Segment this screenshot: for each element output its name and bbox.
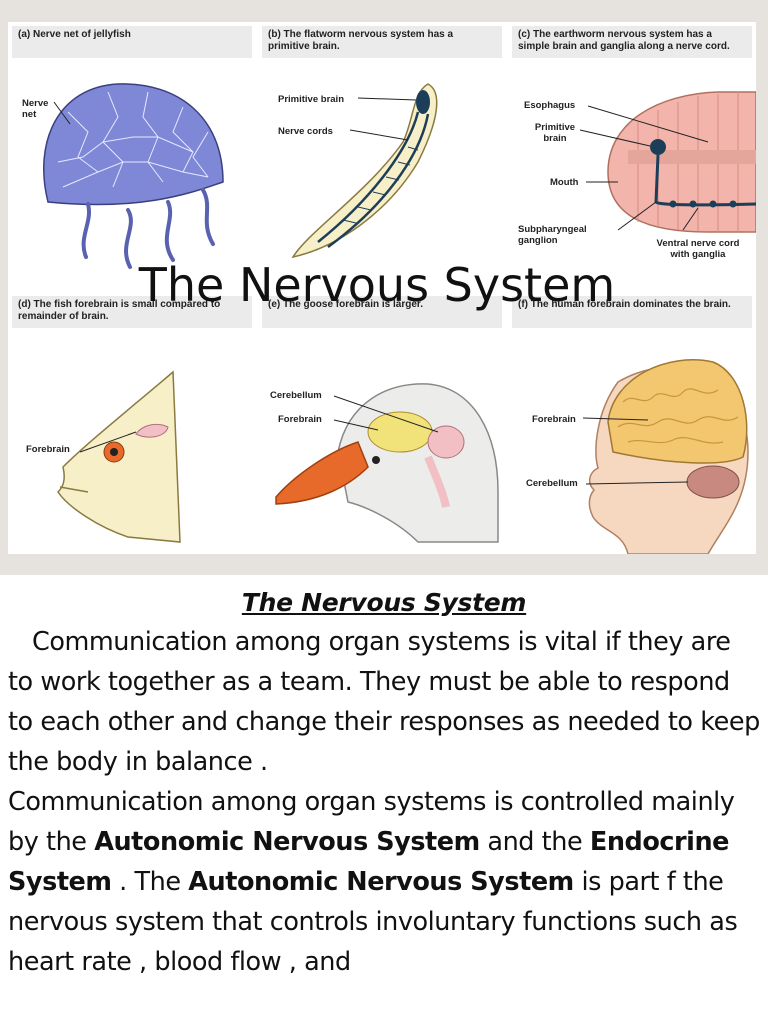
panel-caption: (e) The goose forebrain is larger. bbox=[262, 296, 502, 328]
label-forebrain: Forebrain bbox=[26, 444, 70, 455]
slide-title: The Nervous System bbox=[138, 258, 616, 312]
label-cerebellum: Cerebellum bbox=[526, 478, 578, 489]
article-body: The Nervous System Communication among o… bbox=[8, 584, 760, 982]
goose-illustration bbox=[275, 383, 499, 543]
paragraph-2-text: Communication among organ systems is con… bbox=[8, 787, 735, 857]
paragraph-2-text: is part f the nervous system that contro… bbox=[8, 867, 738, 977]
panel-jellyfish: (a) Nerve net of jellyfish Nerve net bbox=[8, 22, 256, 284]
panel-caption: (a) Nerve net of jellyfish bbox=[12, 26, 252, 58]
earthworm-illustration bbox=[579, 91, 756, 233]
panel-caption: (d) The fish forebrain is small compared… bbox=[12, 296, 252, 328]
paragraph-2-text: and the bbox=[479, 827, 590, 857]
label-mouth: Mouth bbox=[550, 177, 579, 188]
fish-illustration bbox=[57, 370, 181, 543]
panel-caption: (f) The human forebrain dominates the br… bbox=[512, 296, 752, 328]
article-heading: The Nervous System bbox=[241, 588, 527, 617]
panel-fish: (d) The fish forebrain is small compared… bbox=[8, 292, 256, 554]
paragraph-1: Communication among organ systems is vit… bbox=[8, 627, 760, 777]
figure-frame: (a) Nerve net of jellyfish Nerve net (b)… bbox=[0, 0, 768, 575]
label-nerve-cords: Nerve cords bbox=[278, 126, 333, 137]
panel-human: (f) The human forebrain dominates the br… bbox=[508, 292, 756, 554]
label-ventral-nerve-cord: Ventral nerve cord with ganglia bbox=[656, 238, 740, 260]
figure-nervous-systems: (a) Nerve net of jellyfish Nerve net (b)… bbox=[8, 22, 756, 554]
flatworm-illustration bbox=[291, 83, 438, 259]
label-cerebellum: Cerebellum bbox=[270, 390, 322, 401]
human-head-illustration bbox=[582, 359, 749, 554]
panel-earthworm: (c) The earthworm nervous system has a s… bbox=[508, 22, 756, 284]
label-subpharyngeal-ganglion: Subpharyngeal ganglion bbox=[518, 224, 587, 246]
panel-caption: (b) The flatworm nervous system has a pr… bbox=[262, 26, 502, 58]
label-primitive-brain: Primitive brain bbox=[534, 122, 576, 144]
label-esophagus: Esophagus bbox=[524, 100, 576, 111]
term-autonomic-nervous-system: Autonomic Nervous System bbox=[188, 867, 574, 897]
panel-goose: (e) The goose forebrain is larger. Cereb… bbox=[258, 292, 506, 554]
label-primitive-brain: Primitive brain bbox=[278, 94, 344, 105]
term-autonomic-nervous-system: Autonomic Nervous System bbox=[94, 827, 480, 857]
paragraph-2: Communication among organ systems is con… bbox=[8, 782, 760, 982]
label-forebrain: Forebrain bbox=[278, 414, 322, 425]
panel-flatworm: (b) The flatworm nervous system has a pr… bbox=[258, 22, 506, 284]
panel-caption: (c) The earthworm nervous system has a s… bbox=[512, 26, 752, 58]
label-nerve-net: Nerve net bbox=[22, 98, 49, 120]
jellyfish-illustration bbox=[43, 83, 224, 269]
term-endocrine-system: Endocrine System bbox=[8, 827, 730, 897]
label-forebrain: Forebrain bbox=[532, 414, 576, 425]
paragraph-2-text: . The bbox=[111, 867, 189, 897]
